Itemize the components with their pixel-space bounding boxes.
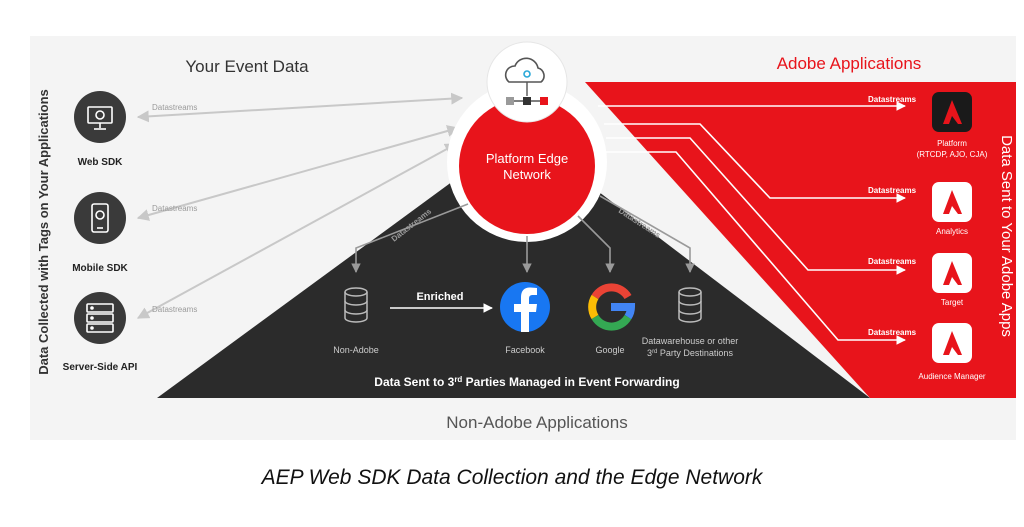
adobe-region [585, 82, 1016, 398]
non-adobe-destination: Non-Adobe [333, 287, 379, 355]
app-platform: Platform (RTCDP, AJO, CJA) [917, 92, 988, 159]
app-platform-label: Platform [937, 139, 967, 148]
adobe-logo-icon [943, 261, 962, 285]
source-mobile-sdk: Mobile SDK [72, 192, 129, 274]
app-audience-manager: Audience Manager [918, 323, 986, 381]
adobe-datastream-arrows [598, 101, 906, 345]
warehouse-label-line2: 3rd Party Destinations [647, 348, 733, 358]
adobe-applications-heading: Adobe Applications [777, 54, 922, 73]
event-forwarding-footer: Data Sent to 3rd Parties Managed in Even… [374, 375, 679, 389]
third-party-datastream-arrows [351, 195, 695, 273]
facebook-label: Facebook [505, 345, 545, 355]
datastreams-label-server: Datastreams [152, 305, 197, 314]
app-target-label: Target [941, 298, 964, 307]
cloud-icon [504, 57, 545, 83]
non-adobe-label: Non-Adobe [333, 345, 379, 355]
source-server-side-api-label: Server-Side API [63, 362, 138, 373]
source-datastream-arrows [136, 92, 464, 319]
app-target: Target [932, 253, 972, 307]
left-vertical-label: Data Collected with Tags on Your Applica… [36, 89, 51, 375]
app-platform-sublabel: (RTCDP, AJO, CJA) [917, 150, 988, 159]
edge-title-line1: Platform Edge [486, 151, 568, 166]
adobe-logo-icon [943, 190, 962, 214]
source-mobile-sdk-label: Mobile SDK [72, 263, 128, 274]
right-vertical-label: Data Sent to Your Adobe Apps [998, 135, 1015, 337]
source-web-sdk: Web SDK [74, 91, 126, 168]
third-party-region [157, 132, 870, 398]
database-icon [678, 287, 702, 323]
app-audience-manager-label: Audience Manager [918, 372, 985, 381]
your-event-data-heading: Your Event Data [185, 57, 309, 76]
adobe-logo-icon [943, 100, 962, 124]
google-label: Google [595, 345, 624, 355]
non-adobe-applications-heading: Non-Adobe Applications [446, 413, 627, 432]
phone-icon [91, 203, 109, 233]
facebook-destination: Facebook [500, 282, 550, 355]
adobe-logo-icon [943, 331, 962, 355]
datastreams-label-target: Datastreams [868, 257, 917, 266]
figure-caption: AEP Web SDK Data Collection and the Edge… [261, 466, 763, 489]
source-web-sdk-label: Web SDK [78, 157, 124, 168]
warehouse-label-line1: Datawarehouse or other [642, 336, 739, 346]
google-icon [588, 283, 636, 331]
server-icon [86, 303, 114, 333]
datastreams-label-audience: Datastreams [868, 328, 917, 337]
monitor-icon [87, 106, 113, 130]
database-icon [344, 287, 368, 323]
warehouse-destination: Datawarehouse or other 3rd Party Destina… [642, 287, 739, 358]
datastreams-label-platform: Datastreams [868, 95, 917, 104]
network-node-icon [523, 70, 531, 78]
source-server-side-api: Server-Side API [63, 292, 138, 373]
edge-title-line2: Network [503, 167, 551, 182]
platform-edge-network: Platform Edge Network [447, 82, 607, 242]
app-analytics-label: Analytics [936, 227, 968, 236]
google-destination: Google [588, 283, 636, 355]
app-analytics: Analytics [932, 182, 972, 236]
datastreams-label-web: Datastreams [152, 103, 197, 112]
datastreams-label-mobile: Datastreams [152, 204, 197, 213]
cloud-node [486, 41, 568, 123]
enriched-label: Enriched [416, 291, 463, 303]
datastreams-label-analytics: Datastreams [868, 186, 917, 195]
